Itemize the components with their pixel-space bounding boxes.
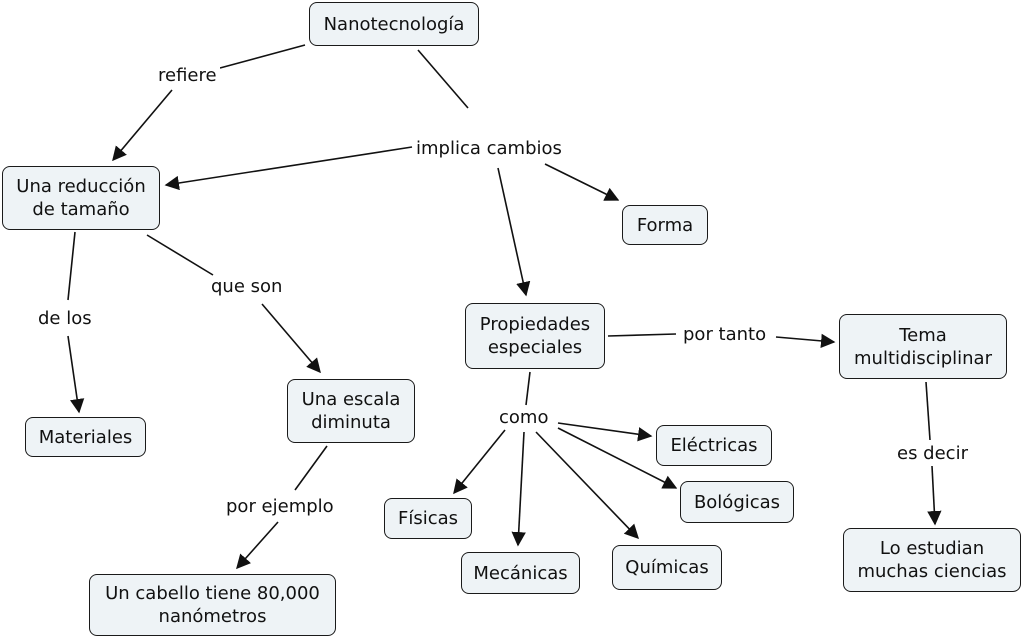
node-escala-diminuta[interactable]: Una escala diminuta — [287, 379, 415, 443]
link-label-que-son: que son — [208, 276, 286, 298]
link-label-implica-cambios: implica cambios — [413, 138, 565, 160]
link-label-refiere: refiere — [155, 65, 220, 87]
arrow-esdecir-estudian — [927, 465, 942, 526]
arrow-como-quimicas — [535, 431, 639, 540]
arrow-implica-propiedades — [497, 167, 531, 297]
arrow-portanto-tema — [775, 333, 836, 349]
connector-propiedades-como — [525, 371, 531, 406]
arrow-refiere-reduccion — [112, 89, 173, 162]
connector-propiedades-portanto — [607, 333, 677, 337]
node-quimicas[interactable]: Químicas — [612, 545, 722, 590]
arrow-implica-reduccion — [164, 146, 413, 191]
arrow-como-fisicas — [453, 429, 506, 495]
link-label-es-decir: es decir — [894, 443, 971, 465]
connector-reduccion-queson — [146, 234, 214, 276]
node-electricas[interactable]: Eléctricas — [656, 425, 772, 466]
node-tema-multidisciplinar[interactable]: Tema multidisciplinar — [839, 314, 1007, 379]
connector-escala-ejemplo — [294, 445, 328, 491]
connector-nano-implica — [417, 49, 469, 109]
arrow-queson-escala — [261, 303, 321, 374]
connector-reduccion-delos — [67, 231, 76, 301]
arrow-ejemplo-cabello — [236, 521, 279, 570]
link-label-por-tanto: por tanto — [680, 324, 770, 346]
arrow-como-electricas — [557, 422, 653, 442]
node-forma[interactable]: Forma — [622, 205, 708, 245]
arrow-como-biologicas — [557, 427, 678, 489]
connector-nano-refiere — [219, 44, 306, 69]
node-estudian-ciencias[interactable]: Lo estudian muchas ciencias — [843, 528, 1021, 592]
node-cabello-nanometros[interactable]: Un cabello tiene 80,000 nanómetros — [89, 574, 336, 636]
link-label-como: como — [496, 407, 552, 429]
arrow-delos-materiales — [67, 335, 85, 414]
link-label-por-ejemplo: por ejemplo — [223, 496, 337, 518]
node-nanotecnologia[interactable]: Nanotecnología — [309, 2, 479, 46]
node-fisicas[interactable]: Físicas — [384, 498, 472, 539]
arrow-implica-forma — [544, 163, 620, 201]
node-propiedades-especiales[interactable]: Propiedades especiales — [465, 303, 605, 369]
connector-tema-esdecir — [925, 381, 931, 441]
node-materiales[interactable]: Materiales — [25, 417, 146, 457]
node-reduccion-tamano[interactable]: Una reducción de tamaño — [2, 166, 160, 230]
node-mecanicas[interactable]: Mecánicas — [461, 552, 580, 594]
link-label-de-los: de los — [35, 308, 95, 330]
node-biologicas[interactable]: Bológicas — [680, 481, 794, 523]
arrow-como-mecanicas — [511, 431, 526, 547]
